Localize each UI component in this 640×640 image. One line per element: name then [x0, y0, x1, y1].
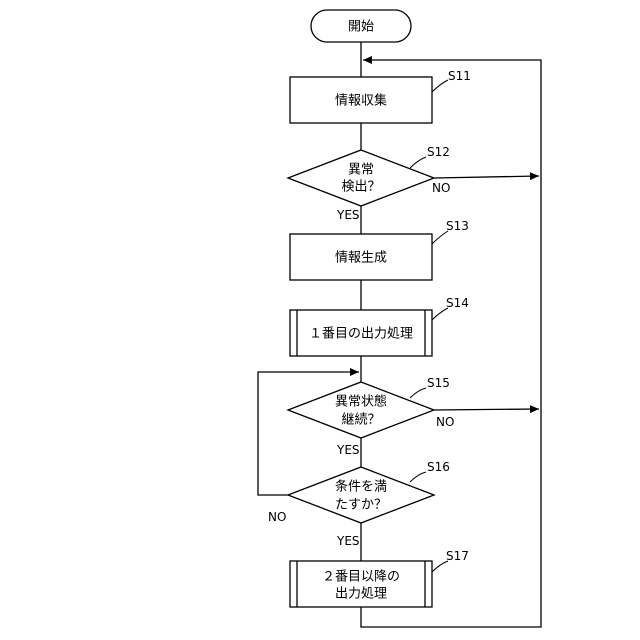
arrow-s12-no: [434, 176, 539, 178]
s12-yes-label: YES: [336, 208, 360, 222]
s15-label-line1: 異常状態: [335, 394, 387, 410]
s11-label: 情報収集: [335, 93, 387, 109]
s16-diamond: [288, 467, 434, 523]
s16-step-id: S16: [427, 460, 450, 474]
s13-step-id: S13: [446, 219, 469, 233]
step-s16: 条件を満 たすか？ S16 NO YES: [268, 460, 450, 548]
s12-diamond: [288, 150, 434, 206]
s17-label-line2: 出力処理: [335, 587, 387, 602]
step-s11: 情報収集 S11: [290, 69, 471, 123]
s14-label: １番目の出力処理: [309, 327, 413, 342]
step-s17: ２番目以降の 出力処理 S17: [290, 549, 469, 607]
s14-step-id: S14: [446, 296, 469, 310]
s12-leader: [410, 157, 426, 168]
s15-yes-label: YES: [336, 443, 360, 457]
s12-label-line1: 異常: [348, 163, 374, 178]
s13-label: 情報生成: [335, 251, 387, 266]
s16-label-line2: たすか？: [335, 498, 387, 513]
step-s12: 異常 検出？ S12 NO YES: [288, 145, 450, 222]
s15-leader: [410, 388, 426, 398]
s12-no-label: NO: [432, 181, 450, 195]
s16-leader: [410, 472, 426, 482]
step-s14: １番目の出力処理 S14: [290, 296, 469, 356]
start-label: 開始: [348, 20, 374, 35]
s15-label-line2: 継続？: [341, 413, 380, 428]
s12-label-line2: 検出？: [341, 180, 380, 195]
s15-step-id: S15: [427, 376, 450, 390]
s16-no-label: NO: [268, 510, 286, 524]
s15-no-label: NO: [436, 415, 454, 429]
s11-step-id: S11: [448, 69, 471, 83]
s11-leader: [432, 80, 448, 92]
s16-yes-label: YES: [336, 534, 360, 548]
s15-diamond: [288, 382, 434, 438]
s17-step-id: S17: [446, 549, 469, 563]
start-terminator: 開始: [311, 10, 411, 42]
step-s15: 異常状態 継続？ S15 NO YES: [288, 376, 454, 457]
s17-label-line1: ２番目以降の: [322, 570, 400, 585]
s12-step-id: S12: [427, 145, 450, 159]
step-s13: 情報生成 S13: [290, 219, 469, 280]
s16-label-line1: 条件を満: [335, 479, 387, 495]
arrow-s15-no: [434, 409, 539, 410]
